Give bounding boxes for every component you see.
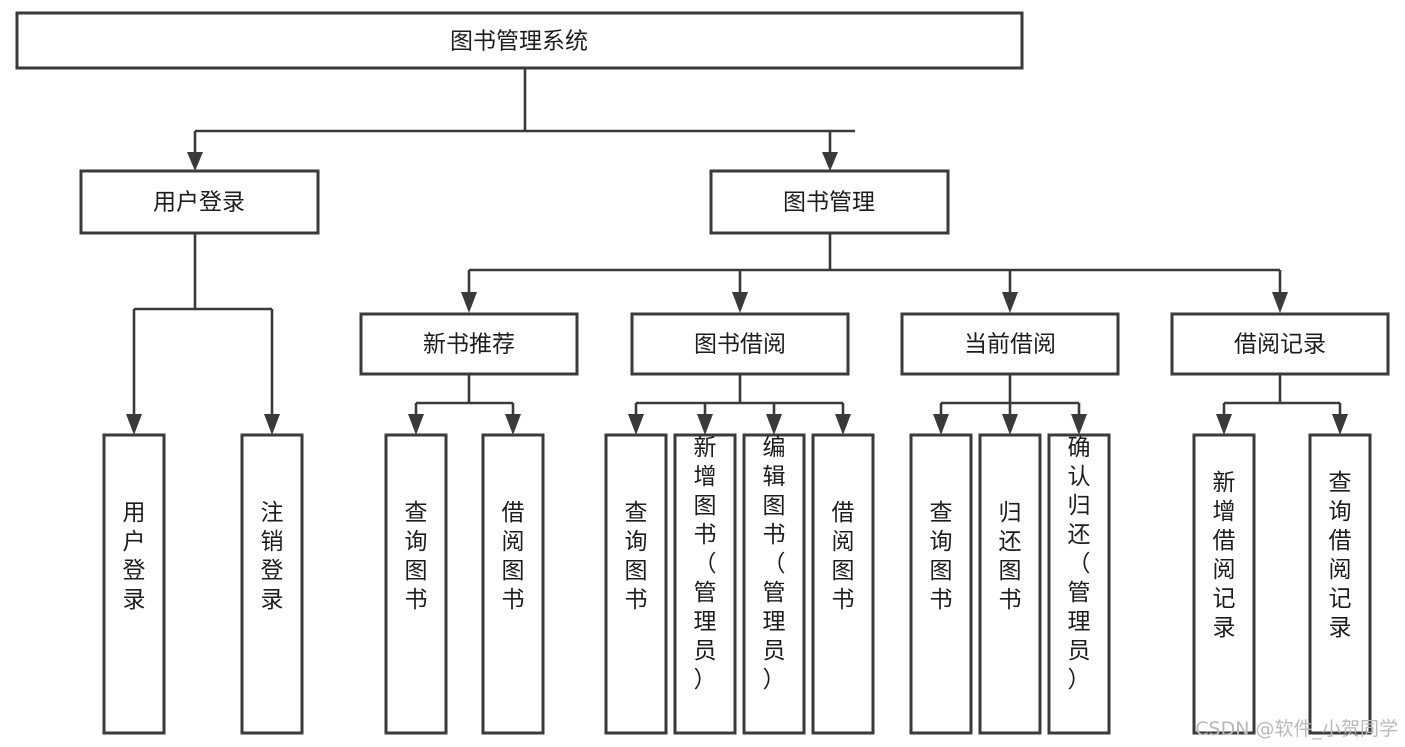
arrow-head-leaf-edit-book bbox=[766, 414, 782, 435]
leaf-node-query-book-borrow-label: 查询图书 bbox=[625, 500, 648, 613]
arrow-head-book-mgmt bbox=[822, 152, 838, 171]
leaf-node-query-book-borrow[interactable]: 查询图书 bbox=[604, 433, 668, 735]
leaf-node-logout-label: 注销登录 bbox=[261, 500, 284, 613]
arrow-head-leaf-query-book-1 bbox=[408, 414, 424, 435]
connector-group-userlogin-to-leaves bbox=[126, 233, 280, 435]
node-book-borrow[interactable]: 图书借阅 bbox=[630, 312, 850, 376]
connector-group-borrowrecord-to-leaves bbox=[1216, 374, 1348, 435]
leaf-node-query-book-recommend-box[interactable] bbox=[384, 433, 448, 735]
arrow-head-leaf-add-record bbox=[1216, 414, 1232, 435]
connector-group-root-to-level2 bbox=[187, 68, 855, 171]
node-current-borrow-label: 当前借阅 bbox=[964, 332, 1056, 358]
leaf-node-add-borrow-record[interactable]: 新增借阅记录 bbox=[1192, 433, 1256, 735]
node-current-borrow[interactable]: 当前借阅 bbox=[900, 312, 1120, 376]
arrow-head-borrow-record bbox=[1272, 292, 1288, 313]
node-book-management[interactable]: 图书管理 bbox=[709, 169, 950, 235]
leaf-node-confirm-return-box[interactable] bbox=[1047, 433, 1111, 735]
leaf-node-borrow-book-recommend-box[interactable] bbox=[481, 433, 545, 735]
leaf-node-confirm-return[interactable]: 确认归还（管理员） bbox=[1047, 433, 1111, 735]
leaf-node-borrow-book-recommend[interactable]: 借阅图书 bbox=[481, 433, 545, 735]
leaf-node-query-borrow-record-box[interactable] bbox=[1308, 433, 1372, 735]
node-borrow-record-label: 借阅记录 bbox=[1234, 332, 1326, 358]
leaf-node-return-book[interactable]: 归还图书 bbox=[978, 433, 1042, 735]
arrow-head-leaf-confirm-return bbox=[1071, 414, 1087, 435]
node-new-book-recommend-box[interactable] bbox=[359, 312, 579, 376]
arrow-head-leaf-query-book-3 bbox=[933, 414, 949, 435]
node-new-book-recommend[interactable]: 新书推荐 bbox=[359, 312, 579, 376]
arrow-head-leaf-return-book bbox=[1002, 414, 1018, 435]
leaf-node-add-book[interactable]: 新增图书（管理员） bbox=[673, 433, 737, 735]
leaf-node-user-login-label: 用户登录 bbox=[123, 500, 146, 613]
connector-group-newbook-to-leaves bbox=[408, 374, 521, 435]
leaf-node-return-book-label: 归还图书 bbox=[999, 500, 1022, 613]
leaf-node-query-book-current-label: 查询图书 bbox=[930, 500, 953, 613]
leaf-node-edit-book[interactable]: 编辑图书（管理员） bbox=[742, 433, 806, 735]
arrow-head-current-borrow bbox=[1002, 292, 1018, 313]
leaf-node-borrow-book-box[interactable] bbox=[811, 433, 875, 735]
leaf-node-borrow-book[interactable]: 借阅图书 bbox=[811, 433, 875, 735]
node-borrow-record[interactable]: 借阅记录 bbox=[1170, 312, 1390, 376]
leaf-node-query-book-recommend[interactable]: 查询图书 bbox=[384, 433, 448, 735]
leaf-node-edit-book-label: 编辑图书（管理员） bbox=[763, 435, 786, 693]
leaf-node-user-login-box[interactable] bbox=[102, 433, 166, 735]
arrow-head-user-login bbox=[187, 152, 203, 171]
leaf-node-query-book-current[interactable]: 查询图书 bbox=[909, 433, 973, 735]
leaf-node-confirm-return-label: 确认归还（管理员） bbox=[1068, 435, 1091, 693]
leaf-node-add-book-label: 新增图书（管理员） bbox=[694, 435, 717, 693]
leaf-node-borrow-book-label: 借阅图书 bbox=[832, 500, 855, 613]
leaf-node-logout-box[interactable] bbox=[240, 433, 304, 735]
connector-group-currentborrow-to-leaves bbox=[933, 374, 1087, 435]
connector-group-bookmgmt-to-level3 bbox=[461, 233, 1288, 313]
node-book-borrow-box[interactable] bbox=[630, 312, 850, 376]
arrow-head-leaf-user-login bbox=[126, 414, 142, 435]
node-book-management-box[interactable] bbox=[709, 169, 950, 235]
connector-group-bookborrow-to-leaves bbox=[628, 374, 851, 435]
arrow-head-leaf-add-book bbox=[697, 414, 713, 435]
node-root-system[interactable]: 图书管理系统 bbox=[15, 11, 1024, 70]
leaf-node-query-borrow-record-label: 查询借阅记录 bbox=[1329, 470, 1352, 641]
arrow-head-leaf-query-book-2 bbox=[628, 414, 644, 435]
arrow-head-new-book bbox=[461, 292, 477, 313]
node-new-book-recommend-label: 新书推荐 bbox=[423, 332, 515, 358]
leaf-node-user-login[interactable]: 用户登录 bbox=[102, 433, 166, 735]
arrow-head-book-borrow bbox=[732, 292, 748, 313]
arrow-head-leaf-borrow-book-1 bbox=[505, 414, 521, 435]
leaf-node-logout[interactable]: 注销登录 bbox=[240, 433, 304, 735]
leaf-node-add-borrow-record-label: 新增借阅记录 bbox=[1213, 470, 1236, 641]
node-book-borrow-label: 图书借阅 bbox=[694, 332, 786, 358]
node-book-management-label: 图书管理 bbox=[783, 190, 875, 216]
leaf-node-query-borrow-record[interactable]: 查询借阅记录 bbox=[1308, 433, 1372, 735]
leaf-node-edit-book-box[interactable] bbox=[742, 433, 806, 735]
watermark-label: CSDN @软件_小贺同学 bbox=[1195, 718, 1398, 740]
leaf-node-query-book-current-box[interactable] bbox=[909, 433, 973, 735]
node-root-system-box[interactable] bbox=[15, 11, 1024, 70]
node-user-login-box[interactable] bbox=[79, 169, 320, 235]
arrow-head-leaf-borrow-book-2 bbox=[835, 414, 851, 435]
leaf-node-query-book-recommend-label: 查询图书 bbox=[405, 500, 428, 613]
node-root-system-label: 图书管理系统 bbox=[450, 29, 588, 55]
leaf-node-query-book-borrow-box[interactable] bbox=[604, 433, 668, 735]
leaf-node-add-book-box[interactable] bbox=[673, 433, 737, 735]
node-user-login-label: 用户登录 bbox=[153, 190, 245, 216]
node-user-login[interactable]: 用户登录 bbox=[79, 169, 320, 235]
leaf-node-return-book-box[interactable] bbox=[978, 433, 1042, 735]
leaf-node-borrow-book-recommend-label: 借阅图书 bbox=[502, 500, 525, 613]
arrow-head-leaf-query-record bbox=[1332, 414, 1348, 435]
node-borrow-record-box[interactable] bbox=[1170, 312, 1390, 376]
node-current-borrow-box[interactable] bbox=[900, 312, 1120, 376]
leaf-node-add-borrow-record-box[interactable] bbox=[1192, 433, 1256, 735]
arrow-head-leaf-logout bbox=[264, 414, 280, 435]
